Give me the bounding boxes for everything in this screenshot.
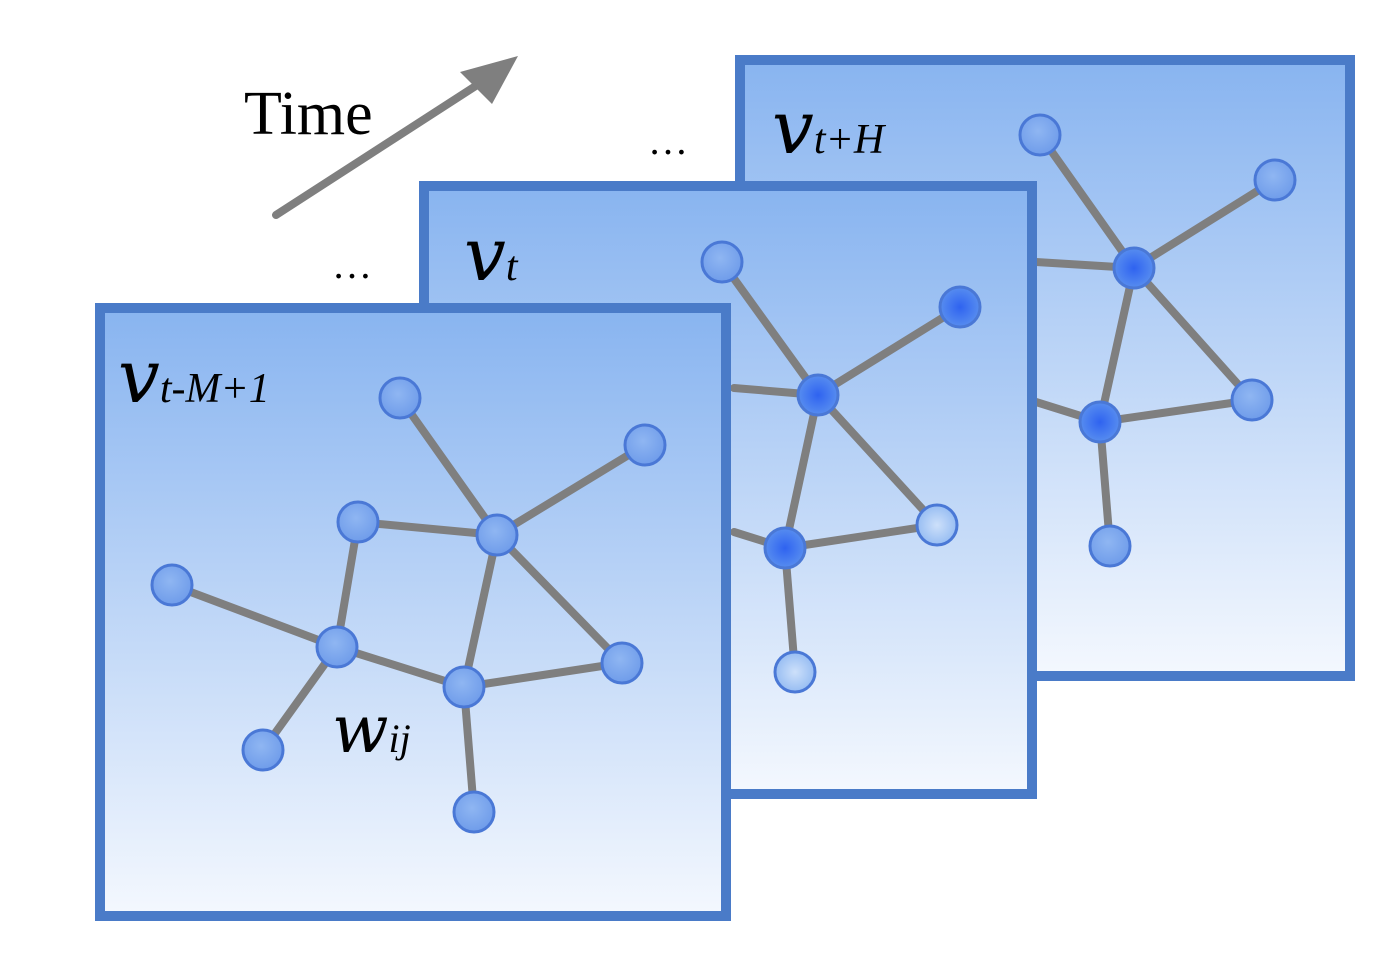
time-label: Time (244, 80, 373, 148)
graph-edge (781, 391, 822, 552)
graph-edge (333, 643, 468, 691)
graph-node-hub (796, 373, 840, 417)
frame-past: vt-M+1 wij (95, 303, 731, 921)
frame-current-subscript: t (506, 244, 519, 290)
frame-past-graph (150, 376, 667, 834)
frame-future-title: vt+H (772, 85, 887, 171)
frame-current-title: vt (464, 212, 519, 298)
frame-past-subscript: t-M+1 (160, 366, 270, 412)
time-arrow (272, 56, 518, 219)
graph-node-hub (1112, 246, 1156, 290)
graph-node (336, 500, 380, 544)
frame-future-subscript: t+H (814, 117, 887, 163)
graph-edge (1096, 264, 1138, 426)
graph-node (1230, 378, 1274, 422)
graph-node (623, 423, 667, 467)
frame-future-graph (1018, 113, 1297, 568)
graph-node (241, 728, 285, 772)
graph-edge (460, 659, 626, 691)
frame-past-symbol: v (118, 334, 160, 420)
graph-edge (493, 531, 626, 667)
graph-edge (168, 581, 341, 651)
frame-current-graph (700, 240, 982, 694)
graph-node (315, 625, 359, 669)
ellipsis-upper: … (648, 118, 688, 163)
time-arrow-head (460, 56, 518, 104)
graph-edge (1130, 176, 1279, 272)
frame-past-title: vt-M+1 (118, 334, 270, 420)
graph-edge (718, 258, 822, 399)
frame-current-symbol: v (464, 212, 506, 298)
graph-edge (814, 303, 964, 399)
graph-node (1018, 113, 1062, 157)
graph-node (700, 240, 744, 284)
graph-node-hub (763, 526, 807, 570)
ellipsis-lower: … (332, 242, 372, 287)
edge-weight-subscript: ij (389, 716, 411, 761)
graph-node (1088, 524, 1132, 568)
graph-edge (396, 394, 501, 539)
frame-future-symbol: v (772, 85, 814, 171)
graph-edge (1096, 396, 1256, 426)
graph-edge (1036, 131, 1138, 272)
graph-node-light (915, 503, 959, 547)
graph-edge (460, 531, 501, 691)
graph-node (1253, 158, 1297, 202)
graph-edge (814, 391, 941, 529)
graph-node (150, 563, 194, 607)
graph-node-light (773, 650, 817, 694)
graph-edge (493, 441, 649, 539)
edge-weight-label: wij (332, 691, 411, 768)
graph-node-hub (1078, 400, 1122, 444)
graph-node (378, 376, 422, 420)
graph-edge (354, 518, 501, 539)
time-arrow-shaft (272, 74, 492, 219)
graph-edge (1130, 264, 1256, 404)
graph-edge (781, 521, 941, 552)
graph-node (442, 665, 486, 709)
edge-weight-symbol: w (332, 691, 389, 768)
graph-node-hub (938, 285, 982, 329)
graph-node (452, 790, 496, 834)
graph-node (475, 513, 519, 557)
graph-node (600, 641, 644, 685)
